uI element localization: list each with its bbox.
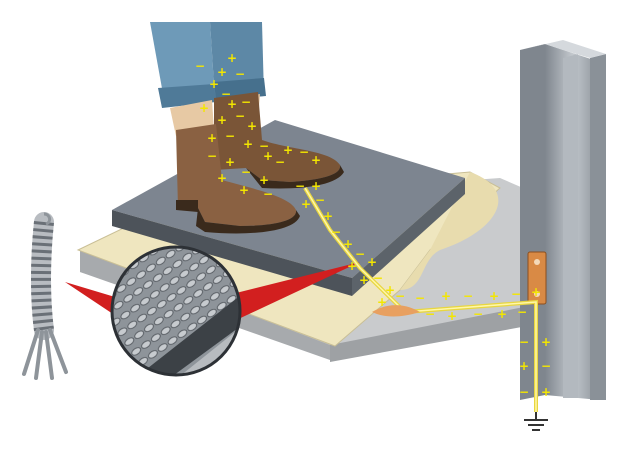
negative-charge-marker: − [517, 305, 527, 319]
positive-charge-marker: + [263, 149, 273, 163]
negative-charge-marker: − [425, 307, 435, 321]
positive-charge-marker: + [541, 335, 551, 349]
positive-charge-marker: + [323, 209, 333, 223]
negative-charge-marker: − [373, 271, 383, 285]
negative-charge-marker: − [315, 193, 325, 207]
braided-conductor-icon [24, 214, 66, 378]
negative-charge-marker: − [541, 359, 551, 373]
positive-charge-marker: + [447, 309, 457, 323]
positive-charge-marker: + [311, 153, 321, 167]
positive-charge-marker: + [497, 307, 507, 321]
negative-charge-marker: − [195, 59, 205, 73]
positive-charge-marker: + [343, 237, 353, 251]
positive-charge-marker: + [377, 295, 387, 309]
positive-charge-marker: + [489, 289, 499, 303]
negative-charge-marker: − [225, 129, 235, 143]
negative-charge-marker: − [473, 307, 483, 321]
ground-symbol-icon [524, 412, 548, 430]
positive-charge-marker: + [207, 131, 217, 145]
positive-charge-marker: + [347, 259, 357, 273]
steel-column [520, 40, 606, 400]
negative-charge-marker: − [235, 109, 245, 123]
negative-charge-marker: − [299, 145, 309, 159]
positive-charge-marker: + [359, 273, 369, 287]
positive-charge-marker: + [239, 183, 249, 197]
positive-charge-marker: + [209, 77, 219, 91]
negative-charge-marker: − [275, 155, 285, 169]
positive-charge-marker: + [247, 119, 257, 133]
positive-charge-marker: + [199, 101, 209, 115]
negative-charge-marker: − [519, 335, 529, 349]
positive-charge-marker: + [225, 155, 235, 169]
negative-charge-marker: − [241, 95, 251, 109]
negative-charge-marker: − [511, 287, 521, 301]
positive-charge-marker: + [259, 173, 269, 187]
negative-charge-marker: − [519, 385, 529, 399]
positive-charge-marker: + [243, 137, 253, 151]
negative-charge-marker: − [263, 187, 273, 201]
negative-charge-marker: − [235, 67, 245, 81]
positive-charge-marker: + [519, 359, 529, 373]
negative-charge-marker: − [463, 289, 473, 303]
positive-charge-marker: + [441, 289, 451, 303]
positive-charge-marker: + [531, 285, 541, 299]
negative-charge-marker: − [241, 165, 251, 179]
negative-charge-marker: − [395, 289, 405, 303]
positive-charge-marker: + [311, 179, 321, 193]
negative-charge-marker: − [295, 179, 305, 193]
negative-charge-marker: − [331, 225, 341, 239]
positive-charge-marker: + [367, 255, 377, 269]
positive-charge-marker: + [227, 51, 237, 65]
positive-charge-marker: + [541, 385, 551, 399]
negative-charge-marker: − [415, 291, 425, 305]
positive-charge-marker: + [301, 197, 311, 211]
positive-charge-marker: + [217, 113, 227, 127]
positive-charge-marker: + [217, 171, 227, 185]
negative-charge-marker: − [207, 149, 217, 163]
